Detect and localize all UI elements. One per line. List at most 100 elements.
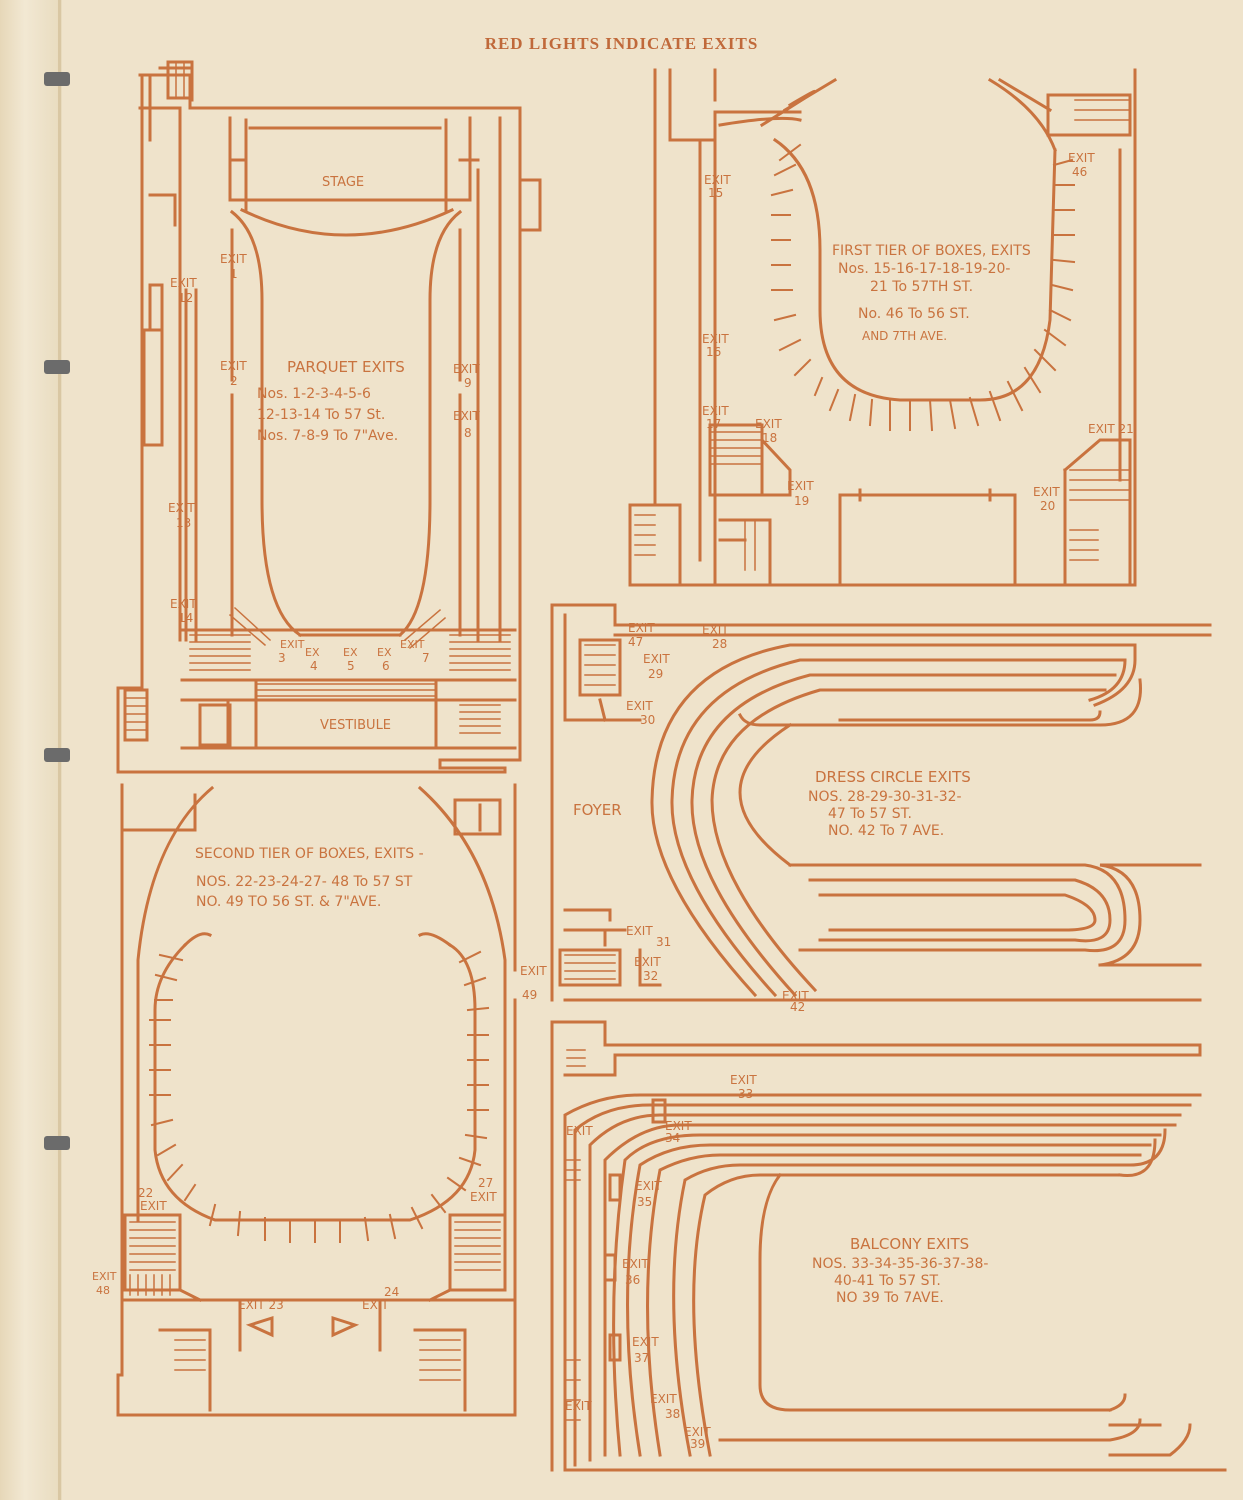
exit-word: EXIT [453, 409, 480, 423]
exit-16-label: 16 [706, 345, 721, 359]
exit-word: EXIT [566, 1124, 593, 1138]
exit-28-label: 28 [712, 637, 727, 651]
parquet-line-1: Nos. 1-2-3-4-5-6 [257, 386, 371, 402]
exit-word: EXIT [643, 652, 670, 666]
exit-word: EXIT [362, 1298, 389, 1312]
exit-word: EXIT [730, 1073, 757, 1087]
exit-33-label: 33 [738, 1087, 753, 1101]
exit-word: EXIT [782, 989, 809, 1003]
second-tier-heading: SECOND TIER OF BOXES, EXITS - [195, 846, 424, 862]
exit-6-label: 6 [382, 659, 390, 673]
exit-39-label: 39 [690, 1437, 705, 1451]
exit-30-label: 30 [640, 713, 655, 727]
exit-24-label: 24 [384, 1285, 399, 1299]
ex-word: EX [377, 646, 392, 659]
exit-1-label: 1 [230, 267, 238, 281]
exit-38-label: 38 [665, 1407, 680, 1421]
first-tier-line-3: No. 46 To 56 ST. [858, 306, 970, 322]
exit-word: EXIT [520, 964, 547, 978]
exit-37-label: 37 [634, 1351, 649, 1365]
exit-word: EXIT [170, 597, 197, 611]
exit-32-label: 32 [643, 969, 658, 983]
balcony-line-1: NOS. 33-34-35-36-37-38- [812, 1256, 988, 1272]
exit-9-label: 9 [464, 376, 472, 390]
dress-circle-line-2: 47 To 57 ST. [828, 806, 912, 822]
second-tier-line-2: NO. 49 TO 56 ST. & 7"AVE. [196, 894, 381, 910]
vestibule-label: VESTIBULE [320, 718, 391, 733]
exit-word: EXIT [702, 404, 729, 418]
exit-3-label: 3 [278, 651, 286, 665]
exit-word: EXIT [220, 359, 247, 373]
exit-word: EXIT [665, 1119, 692, 1133]
exit-47-label: 47 [628, 635, 643, 649]
first-tier-line-2: 21 To 57TH ST. [870, 279, 973, 295]
exit-word: EXIT [140, 1199, 167, 1213]
parquet-line-3: Nos. 7-8-9 To 7"Ave. [257, 428, 398, 444]
parquet-heading: PARQUET EXITS [287, 358, 405, 376]
stage-label: STAGE [322, 175, 364, 190]
first-tier-line-4: AND 7TH AVE. [862, 329, 947, 343]
binding-clip-icon [44, 748, 70, 762]
exit-48-label: 48 [96, 1284, 110, 1297]
exit-13-label: 13 [176, 516, 191, 530]
foyer-label: FOYER [573, 801, 622, 819]
exit-word: EXIT [635, 1179, 662, 1193]
exit-word: EXIT [168, 501, 195, 515]
exit-31-label: 31 [656, 935, 671, 949]
exit-7-label: 7 [422, 651, 430, 665]
exit-23-label: EXIT 23 [238, 1298, 284, 1312]
exit-42-label: 42 [790, 1000, 805, 1014]
exit-word: EXIT [280, 638, 305, 651]
first-tier-plan [628, 68, 1137, 587]
exit-2-label: 2 [230, 374, 238, 388]
exit-8-label: 8 [464, 426, 472, 440]
exit-14-label: 14 [178, 611, 193, 625]
exit-word: EXIT [702, 623, 729, 637]
exit-17-label: 17 [706, 417, 721, 431]
ex-word: EX [305, 646, 320, 659]
exit-word: EXIT [684, 1425, 711, 1439]
exit-word: EXIT [220, 252, 247, 266]
exit-5-label: 5 [347, 659, 355, 673]
dress-circle-plan [550, 603, 1212, 1002]
exit-27-label: 27 [478, 1176, 493, 1190]
exit-word: EXIT [755, 417, 782, 431]
exit-15-label: 15 [708, 186, 723, 200]
binding-clip-icon [44, 1136, 70, 1150]
second-tier-plan [116, 783, 517, 1417]
exit-word: EXIT [626, 699, 653, 713]
exit-12-label: 12 [178, 291, 193, 305]
second-tier-line-1: NOS. 22-23-24-27- 48 To 57 ST [196, 874, 413, 890]
balcony-line-2: 40-41 To 57 ST. [834, 1273, 941, 1289]
dress-circle-heading: DRESS CIRCLE EXITS [815, 768, 971, 786]
exit-18-label: 18 [762, 431, 777, 445]
parquet-line-2: 12-13-14 To 57 St. [257, 407, 385, 423]
exit-word: EXIT [622, 1257, 649, 1271]
binding-clip-icon [44, 360, 70, 374]
exit-20-label: 20 [1040, 499, 1055, 513]
ex-word: EX [343, 646, 358, 659]
exit-word: EXIT [400, 638, 425, 651]
exit-35-label: 35 [637, 1195, 652, 1209]
first-tier-line-1: Nos. 15-16-17-18-19-20- [838, 261, 1010, 277]
exit-word: EXIT [170, 276, 197, 290]
exit-29-label: 29 [648, 667, 663, 681]
exit-19-label: 19 [794, 494, 809, 508]
exit-word: EXIT [632, 1335, 659, 1349]
exit-word: EXIT [634, 955, 661, 969]
exit-word: EXIT [626, 924, 653, 938]
dress-circle-line-3: NO. 42 To 7 AVE. [828, 823, 944, 839]
exit-49-label: 49 [522, 988, 537, 1002]
exit-word: EXIT [650, 1392, 677, 1406]
exit-word: EXIT [92, 1270, 117, 1283]
parquet-plan [116, 60, 542, 774]
binding-clip-icon [44, 72, 70, 86]
exit-22-label: 22 [138, 1186, 153, 1200]
exit-4-label: 4 [310, 659, 318, 673]
exit-word: EXIT [1033, 485, 1060, 499]
exit-word: EXIT [628, 621, 655, 635]
balcony-line-3: NO 39 To 7AVE. [836, 1290, 944, 1306]
first-tier-heading: FIRST TIER OF BOXES, EXITS [832, 243, 1031, 259]
